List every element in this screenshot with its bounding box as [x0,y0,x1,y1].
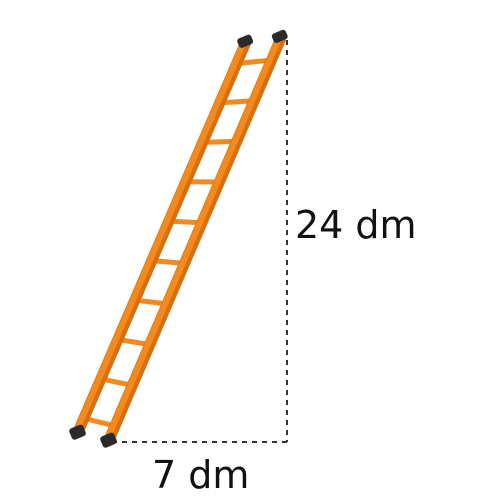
ladder-foot-cap-right [100,432,117,448]
ladder-right-rail-highlight [104,36,282,442]
height-label: 24 dm [295,203,417,247]
base-label: 7 dm [152,453,249,497]
ladder-top-cap-left [237,34,254,48]
ladder-foot-cap-left [69,424,86,440]
ladder [69,29,288,448]
ladder-top-cap-right [271,29,288,43]
ladder-left-rail-highlight [73,40,247,434]
